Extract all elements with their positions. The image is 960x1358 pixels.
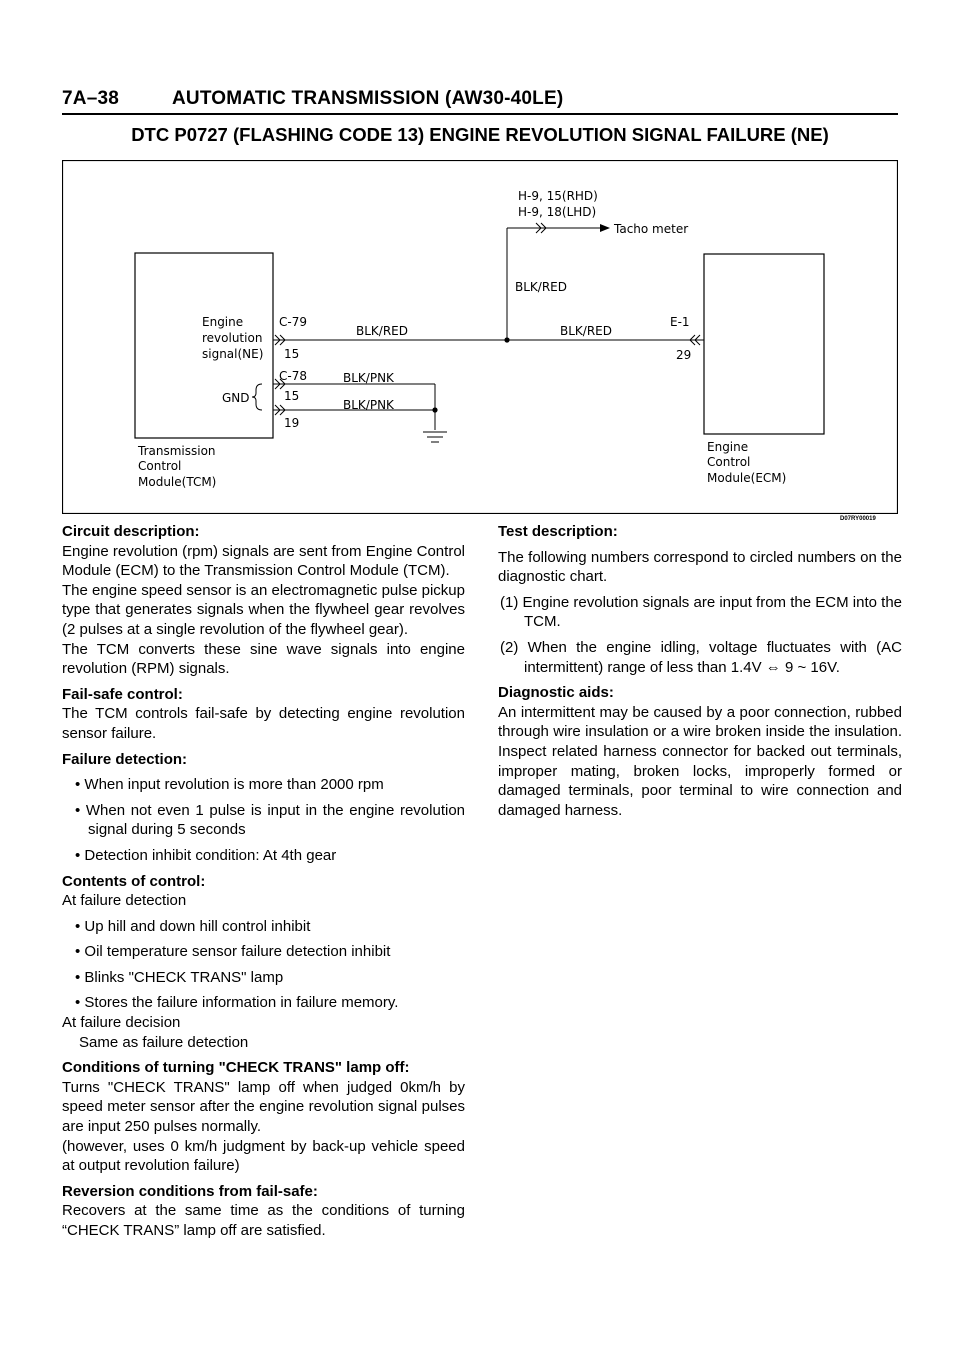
failure-bullet-1: • When input revolution is more than 200…	[75, 776, 384, 794]
reversion-text: Recovers at the same time as the conditi…	[62, 1202, 465, 1239]
tcm-signal-label-2: revolution	[202, 331, 262, 345]
circuit-heading: Circuit description:	[62, 523, 200, 540]
ecm-box	[703, 253, 825, 435]
wire-color-vertical-label: BLK/RED	[515, 280, 567, 294]
failsafe-heading: Fail-safe control:	[62, 685, 183, 703]
aids-text: An intermittent may be caused by a poor …	[498, 703, 902, 819]
tacho-meter-label: Tacho meter	[613, 222, 688, 236]
tcm-signal-label-3: signal(NE)	[202, 347, 263, 361]
reversion-heading: Reversion conditions from fail-safe:	[62, 1182, 318, 1200]
connector-h9-lhd-label: H-9, 18(LHD)	[518, 205, 596, 219]
wire-color-right-label: BLK/RED	[560, 324, 612, 338]
dtc-title: DTC P0727 (FLASHING CODE 13) ENGINE REVO…	[131, 124, 829, 145]
tcm-name-label-3: Module(TCM)	[138, 475, 216, 489]
splice-point	[504, 337, 510, 343]
contents-bullet-3: • Blinks "CHECK TRANS" lamp	[75, 968, 284, 986]
lamp-paragraph-1: Turns "CHECK TRANS" lamp off when judged…	[62, 1078, 465, 1136]
right-column: Test description: The following numbers …	[498, 522, 902, 820]
lamp-paragraph-2: (however, uses 0 km/h judgment by back-u…	[62, 1137, 465, 1175]
ecm-name-label-2: Control	[707, 455, 750, 469]
ecm-name-label-1: Engine	[707, 440, 748, 454]
failsafe-text: The TCM controls fail-safe by detecting …	[62, 705, 465, 742]
tcm-name-label-2: Control	[138, 459, 181, 473]
page-header: 7A–38 AUTOMATIC TRANSMISSION (AW30-40LE)	[62, 88, 563, 110]
page-number: 7A–38	[62, 88, 119, 109]
tcm-box	[134, 252, 274, 439]
wire-color-left-label: BLK/RED	[356, 324, 408, 338]
gnd-splice-point	[432, 407, 438, 413]
test-item-1: (1) Engine revolution signals are input …	[500, 593, 902, 631]
ecm-name-label-3: Module(ECM)	[707, 471, 786, 485]
wire-color-pnk-a-label: BLK/PNK	[343, 371, 395, 385]
wiring-diagram: H-9, 15(RHD) H-9, 18(LHD) Tacho meter BL…	[62, 160, 898, 514]
contents-bullet-2: • Oil temperature sensor failure detecti…	[75, 943, 391, 961]
gnd-brace	[251, 383, 263, 411]
circuit-paragraph-2: The engine speed sensor is an electromag…	[62, 581, 465, 638]
contents-bullet-4: • Stores the failure information in fail…	[75, 994, 399, 1012]
circuit-paragraph-3: The TCM converts these sine wave signals…	[62, 640, 465, 678]
pin-c79-label: 15	[284, 347, 299, 361]
connector-c78a-icon	[274, 378, 286, 390]
connector-c78-label: C-78	[279, 369, 307, 383]
test-item-2: (2) When the engine idling, voltage fluc…	[500, 638, 902, 676]
tacho-arrow-icon	[600, 224, 610, 232]
section-title: AUTOMATIC TRANSMISSION (AW30-40LE)	[172, 88, 564, 109]
pin-e1-label: 29	[676, 348, 691, 362]
connector-h9-rhd-label: H-9, 15(RHD)	[518, 189, 598, 203]
contents-subheading-2-text: Same as failure detection	[79, 1033, 249, 1051]
contents-heading: Contents of control:	[62, 872, 206, 890]
test-intro: The following numbers correspond to circ…	[498, 548, 902, 586]
connector-e1-label: E-1	[670, 315, 690, 329]
connector-c78b-icon	[274, 404, 286, 416]
figure-code: D07RY00019	[840, 516, 876, 522]
failure-bullet-2: • When not even 1 pulse is input in the …	[75, 801, 465, 839]
contents-subheading-1: At failure detection	[62, 892, 187, 910]
connector-e1-icon	[689, 334, 701, 346]
failure-heading: Failure detection:	[62, 750, 188, 768]
diagram-frame	[62, 160, 898, 514]
connector-h9-icon	[535, 222, 547, 234]
connector-c79-icon	[274, 334, 286, 346]
pin-c78-b-label: 19	[284, 416, 299, 430]
circuit-paragraph-1: Engine revolution (rpm) signals are sent…	[62, 542, 465, 580]
connector-c79-label: C-79	[279, 315, 307, 329]
left-column: Circuit description: Engine revolution (…	[62, 522, 465, 1241]
contents-bullet-1: • Up hill and down hill control inhibit	[75, 917, 311, 935]
header-rule	[62, 113, 898, 115]
gnd-label: GND	[222, 391, 250, 405]
ground-symbol-icon	[423, 431, 447, 443]
failure-bullet-3: • Detection inhibit condition: At 4th ge…	[75, 846, 337, 864]
pin-c78-a-label: 15	[284, 389, 299, 403]
aids-heading: Diagnostic aids:	[498, 684, 614, 702]
tcm-signal-label-1: Engine	[202, 315, 243, 329]
contents-subheading-2: At failure decision	[62, 1014, 181, 1032]
test-heading: Test description:	[498, 523, 618, 540]
wire-color-pnk-b-label: BLK/PNK	[343, 398, 395, 412]
lamp-heading: Conditions of turning "CHECK TRANS" lamp…	[62, 1059, 410, 1077]
tcm-name-label-1: Transmission	[137, 444, 216, 458]
